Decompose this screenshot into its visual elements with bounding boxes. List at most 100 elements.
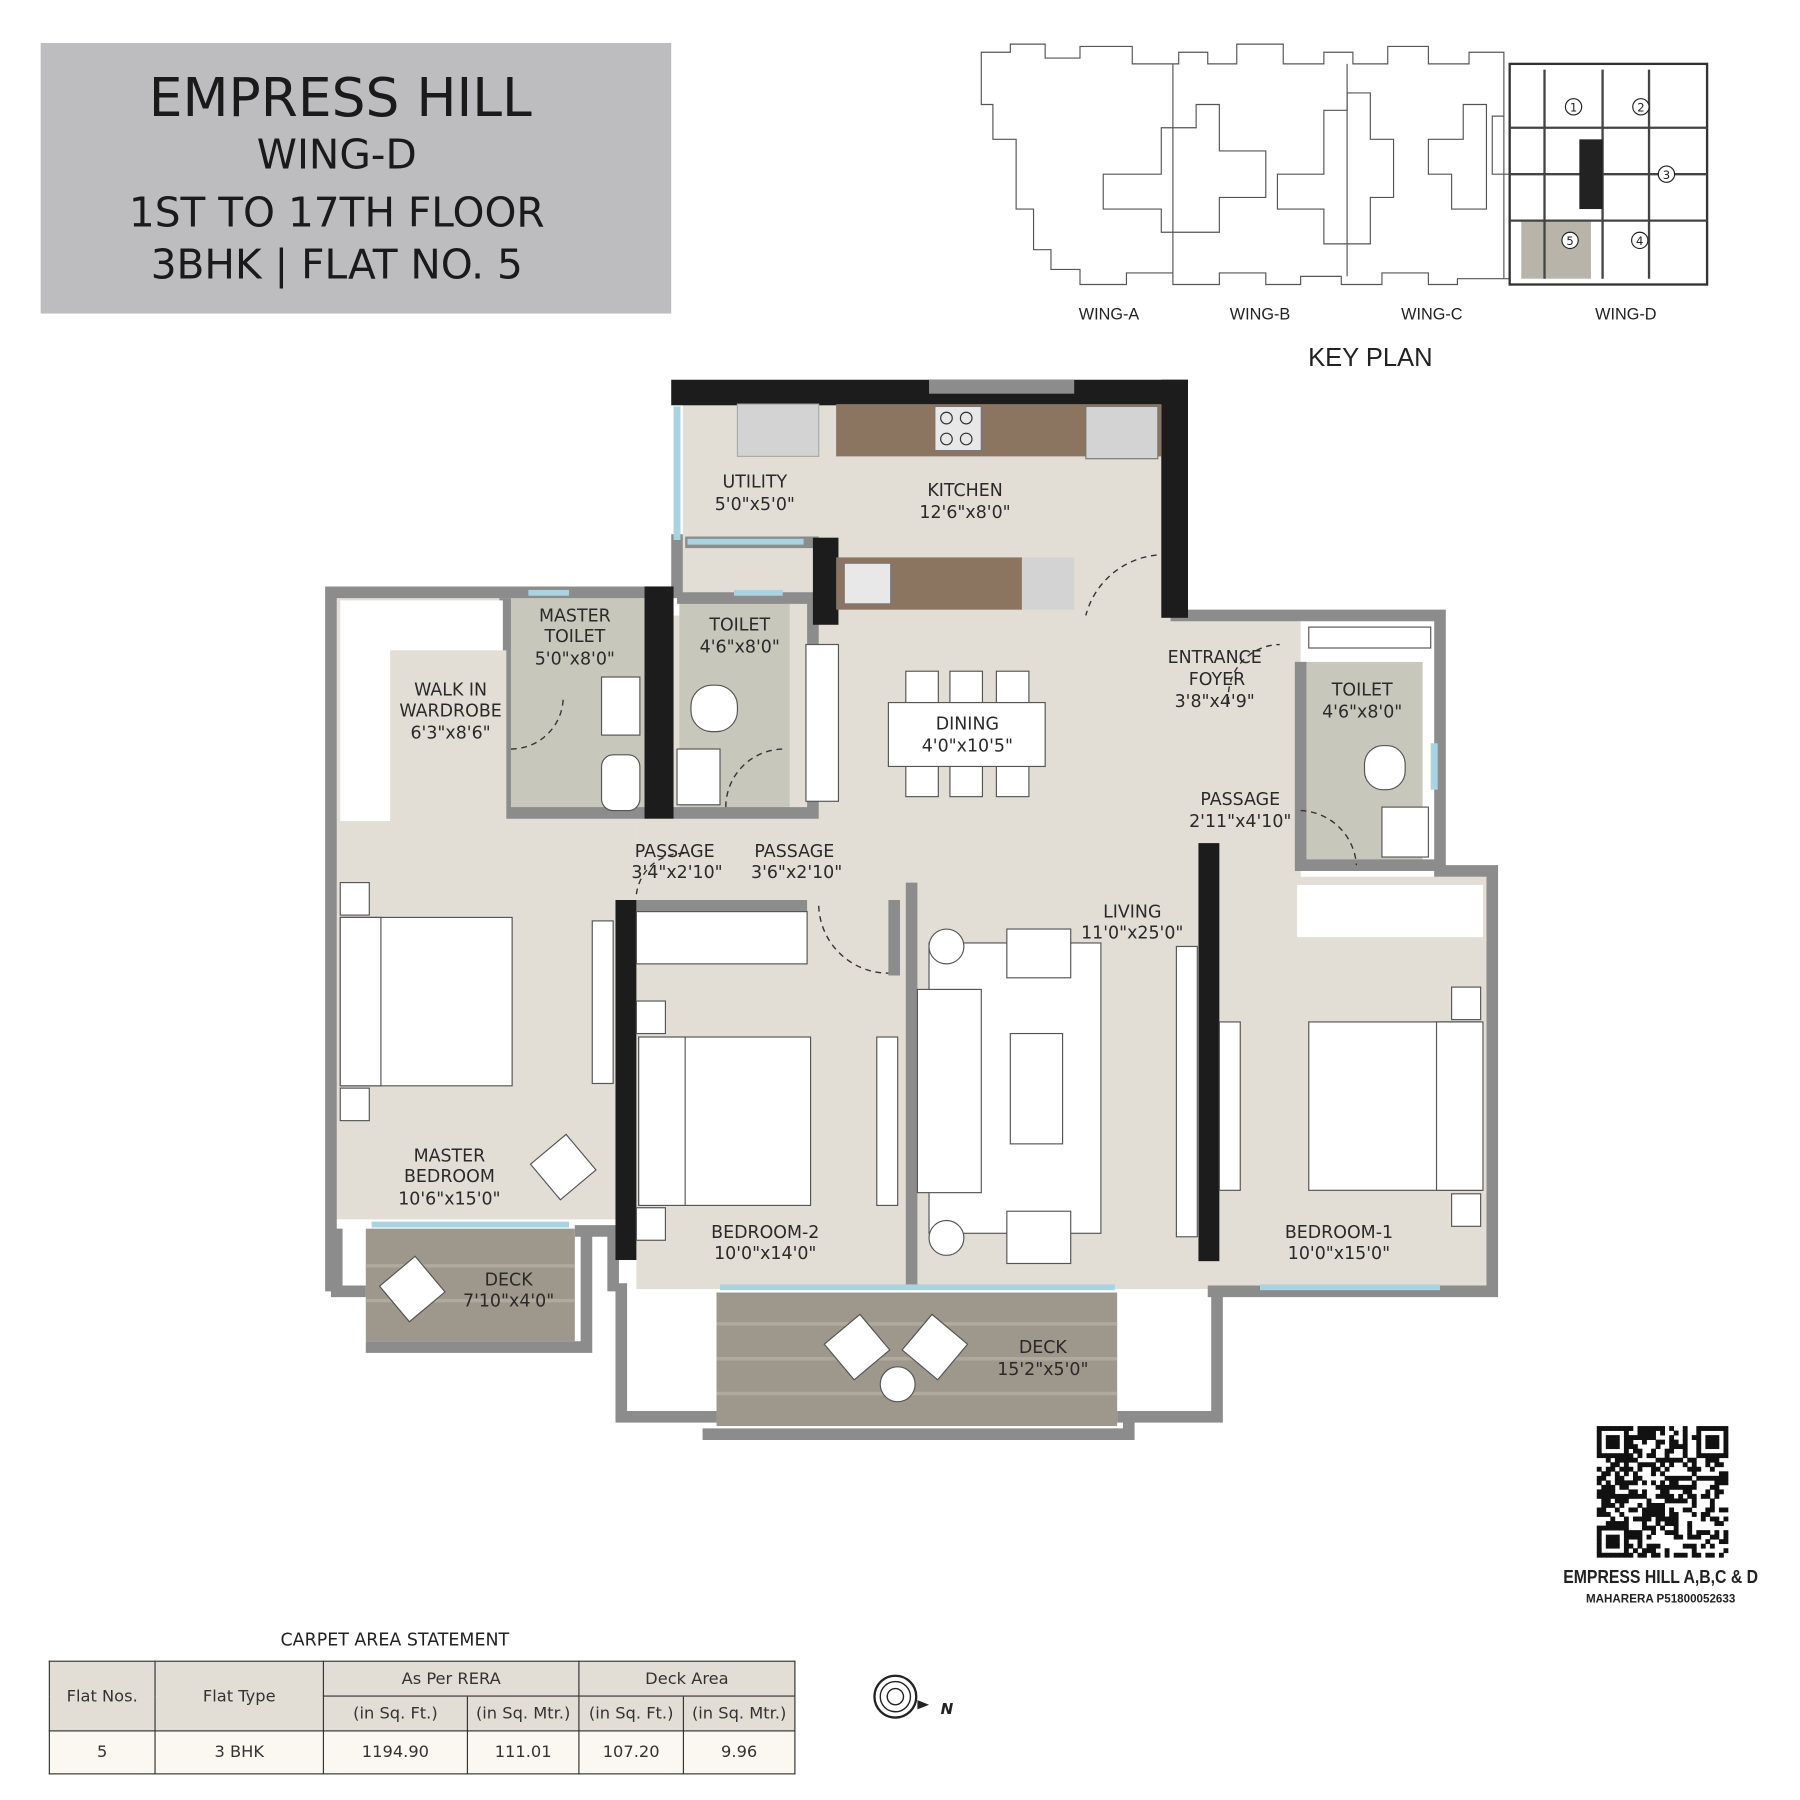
qr-module — [1682, 1552, 1688, 1558]
qr-module — [1655, 1484, 1661, 1490]
qr-module — [1718, 1475, 1724, 1481]
qr-module — [1705, 1475, 1711, 1481]
qr-module — [1709, 1444, 1715, 1450]
qr-module — [1691, 1480, 1697, 1486]
maharera-number: MAHARERA P51800052633 — [1585, 1593, 1736, 1607]
qr-module — [1646, 1512, 1652, 1517]
qr-module — [1601, 1489, 1607, 1495]
qr-module — [1623, 1552, 1629, 1558]
floor-range: 1ST TO 17TH FLOOR — [129, 188, 545, 236]
qr-module — [1664, 1475, 1670, 1481]
qr-module — [1660, 1512, 1665, 1517]
qr-module — [1709, 1457, 1715, 1463]
qr-module — [1655, 1426, 1661, 1431]
qr-module — [1642, 1462, 1647, 1468]
qr-module — [1596, 1444, 1602, 1450]
qr-module — [1660, 1507, 1665, 1513]
qr-module — [1669, 1507, 1675, 1513]
qr-module — [1614, 1435, 1620, 1440]
qr-module — [1637, 1493, 1643, 1499]
wing-a-label: WING-A — [1079, 305, 1140, 323]
qr-module — [1673, 1475, 1679, 1481]
svg-text:3'6"x2'10": 3'6"x2'10" — [751, 863, 842, 883]
qr-module — [1623, 1548, 1629, 1554]
qr-module — [1678, 1484, 1684, 1490]
table-row: 5 3 BHK 1194.90 111.01 107.20 9.96 — [48, 1730, 796, 1775]
qr-module — [1596, 1489, 1602, 1495]
qr-module — [1696, 1530, 1702, 1536]
qr-module — [1723, 1475, 1729, 1481]
qr-module — [1637, 1466, 1643, 1472]
qr-module — [1651, 1552, 1656, 1558]
qr-module — [1646, 1462, 1652, 1468]
qr-module — [1705, 1439, 1711, 1445]
qr-module — [1660, 1516, 1665, 1522]
qr-module — [1700, 1453, 1706, 1459]
qr-module — [1623, 1444, 1629, 1450]
qr-module — [1664, 1516, 1670, 1522]
qr-module — [1614, 1539, 1620, 1545]
qr-module — [1714, 1480, 1720, 1486]
qr-module — [1610, 1516, 1616, 1522]
qr-module — [1705, 1462, 1711, 1468]
qr-module — [1723, 1516, 1729, 1522]
qr-module — [1673, 1480, 1679, 1486]
qr-module — [1678, 1457, 1684, 1463]
qr-module — [1596, 1480, 1602, 1486]
qr-module — [1619, 1426, 1625, 1431]
svg-text:5'0"x5'0": 5'0"x5'0" — [715, 495, 795, 515]
svg-text:PASSAGE: PASSAGE — [754, 842, 834, 862]
qr-module — [1696, 1453, 1702, 1459]
qr-module — [1691, 1512, 1697, 1517]
qr-module — [1723, 1448, 1729, 1454]
qr-module — [1673, 1516, 1679, 1522]
courtyard-a — [1102, 103, 1267, 233]
qr-module — [1628, 1530, 1634, 1536]
qr-module — [1718, 1480, 1724, 1486]
qr-module — [1610, 1525, 1616, 1531]
qr-module — [1628, 1507, 1634, 1513]
qr-module — [1687, 1530, 1693, 1536]
qr-module — [1687, 1534, 1693, 1540]
qr-module — [1669, 1512, 1675, 1517]
title-background — [40, 42, 672, 314]
qr-module — [1619, 1502, 1625, 1508]
qr-module — [1601, 1512, 1607, 1517]
qr-module — [1709, 1534, 1715, 1540]
qr-module — [1646, 1426, 1652, 1431]
qr-module — [1714, 1462, 1720, 1468]
qr-module — [1623, 1534, 1629, 1540]
qr-module — [1700, 1512, 1706, 1517]
wing-d-core — [1579, 139, 1603, 210]
qr-module — [1664, 1530, 1670, 1536]
qr-module — [1610, 1484, 1616, 1490]
qr-module — [1614, 1480, 1620, 1486]
qr-module — [1605, 1539, 1611, 1545]
qr-module — [1637, 1462, 1643, 1468]
qr-module — [1705, 1435, 1711, 1440]
qr-module — [1610, 1534, 1616, 1540]
qr-module — [1682, 1484, 1688, 1490]
qr-module — [1655, 1493, 1661, 1499]
qr-module — [1623, 1457, 1629, 1463]
wing-d-internal-walls — [1509, 69, 1708, 279]
qr-module — [1601, 1498, 1607, 1504]
qr-module — [1605, 1512, 1611, 1517]
qr-module — [1601, 1453, 1607, 1459]
svg-text:4'6"x8'0": 4'6"x8'0" — [700, 638, 780, 658]
key-plan — [980, 43, 1511, 286]
key-plan-title: KEY PLAN — [1308, 344, 1432, 372]
qr-module — [1596, 1475, 1602, 1481]
qr-module — [1605, 1480, 1611, 1486]
wing-label: WING-D — [257, 130, 417, 178]
qr-module — [1664, 1457, 1670, 1463]
qr-module — [1637, 1435, 1643, 1440]
qr-module — [1623, 1498, 1629, 1504]
qr-module — [1596, 1552, 1602, 1558]
qr-module — [1614, 1439, 1620, 1445]
qr-module — [1669, 1484, 1675, 1490]
qr-module — [1682, 1489, 1688, 1495]
key-flat-5: 5 — [1566, 234, 1573, 248]
